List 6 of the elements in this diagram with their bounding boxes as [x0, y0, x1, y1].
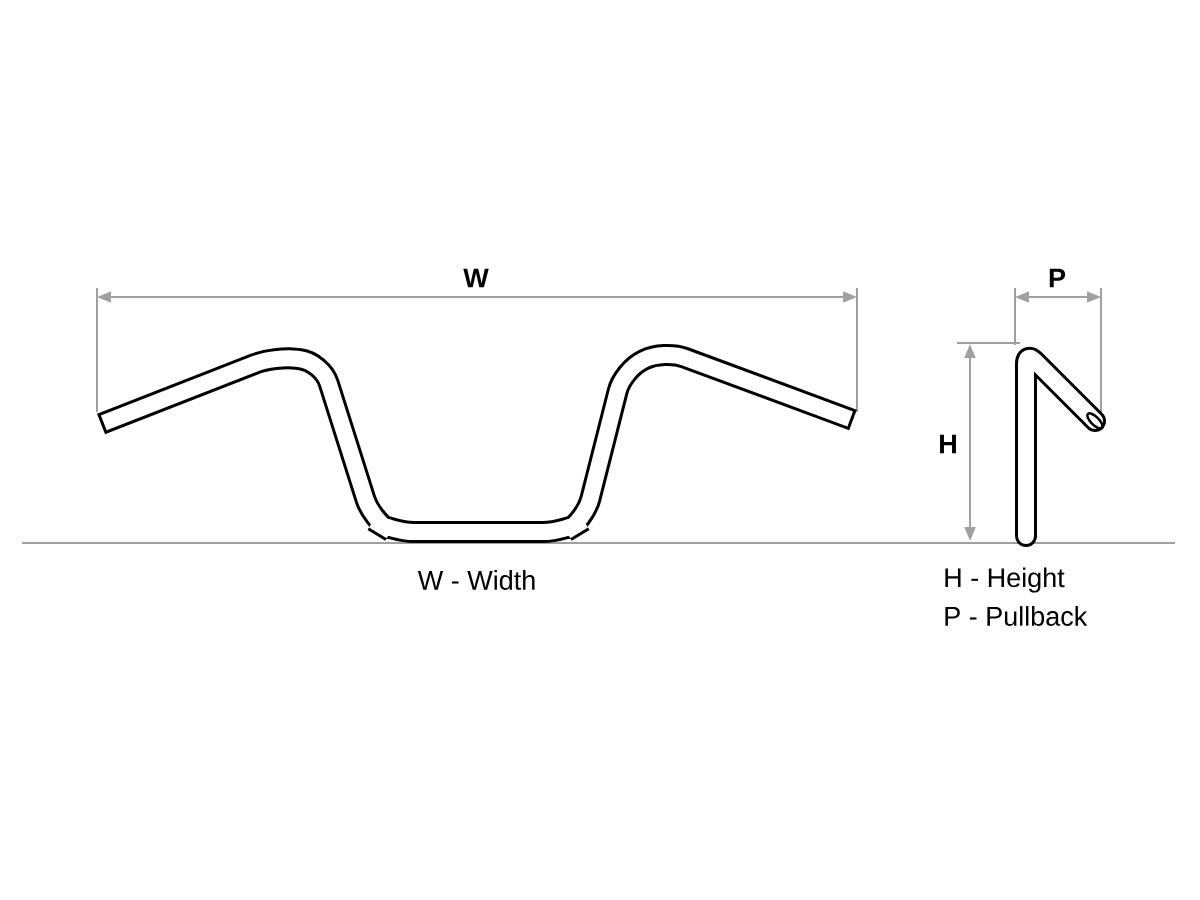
dimension-label: W [463, 268, 489, 288]
caption-text: P - Pullback [945, 606, 1088, 626]
caption-text: W - Width [417, 570, 535, 590]
caption-text: H - Height [945, 567, 1065, 593]
dimension-label: P [1049, 268, 1066, 288]
dimension-label: H [940, 434, 956, 454]
